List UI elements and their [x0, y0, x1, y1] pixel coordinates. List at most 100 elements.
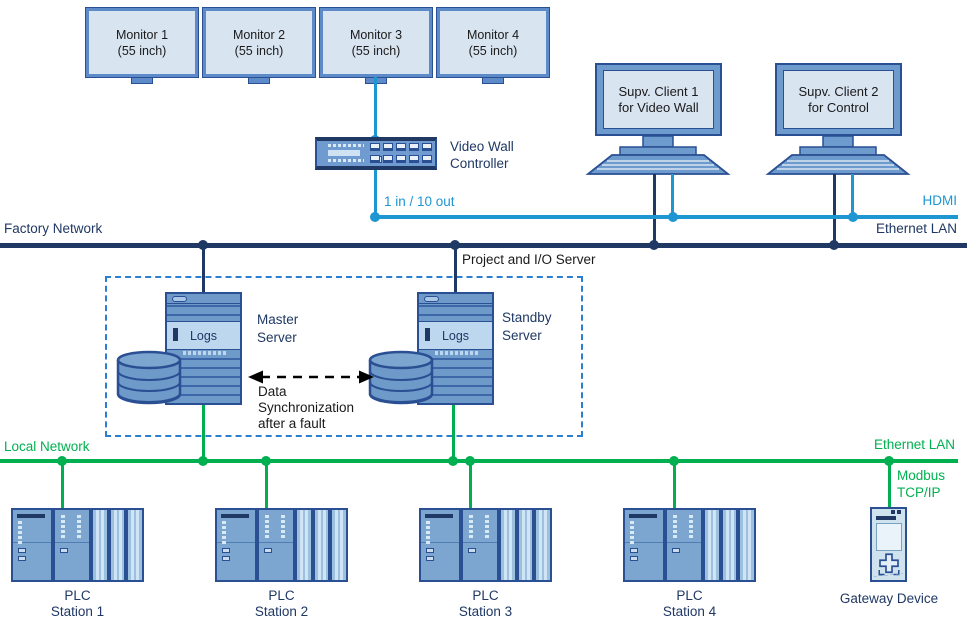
sync-label: Data Synchronization after a fault	[258, 384, 355, 431]
monitor-4-stand	[482, 77, 504, 84]
monitor-1-size: (55 inch)	[117, 43, 167, 58]
controller-to-hdmi-cable	[374, 170, 377, 217]
controller-port-icon	[396, 143, 406, 151]
controller-port-icon	[383, 155, 393, 163]
monitor-4: Monitor 4 (55 inch)	[436, 7, 550, 78]
controller-port-icon	[409, 155, 419, 163]
server-vent-strip	[435, 351, 479, 355]
master-server-label: Master Server	[257, 312, 299, 345]
hdmi-junction-dot	[848, 212, 858, 222]
server-group-label: Project and I/O Server	[462, 252, 596, 267]
hdmi-junction-dot	[370, 212, 380, 222]
supv-client-2-screen: Supv. Client 2 for Control	[783, 70, 894, 129]
master-database-icon	[116, 350, 182, 405]
standby-database-icon	[368, 350, 434, 405]
monitor-4-size: (55 inch)	[468, 43, 518, 58]
factory-network-type-label: Ethernet LAN	[875, 221, 957, 236]
plc-slot-bar	[425, 514, 453, 518]
monitor-3-size: (55 inch)	[351, 43, 401, 58]
controller-port-icon	[409, 143, 419, 151]
gateway-status-bar	[876, 516, 896, 520]
standby-server-downlink-cable	[452, 405, 455, 461]
logs-led-icon	[425, 328, 430, 341]
modbus-protocol-label: Modbus TCP/IP	[897, 468, 946, 500]
plc-slot-bar	[629, 514, 657, 518]
client1-ethernet-cable	[653, 174, 656, 245]
controller-port-icon	[422, 155, 432, 163]
logs-led-icon	[173, 328, 178, 341]
factory-network-line	[0, 243, 967, 248]
controller-port-icon	[396, 155, 406, 163]
master-server-device: Logs	[165, 292, 242, 405]
local-network-type-label: Ethernet LAN	[873, 437, 955, 452]
plc-station-1-device	[11, 508, 144, 582]
factory-junction-dot	[649, 240, 659, 250]
controller-vent-icon	[328, 144, 364, 147]
hdmi-bus-label: HDMI	[922, 193, 958, 208]
master-logs-panel: Logs	[167, 321, 240, 350]
controller-io-note: 1 in / 10 out	[384, 194, 455, 209]
master-server-uplink-cable	[202, 245, 205, 292]
supv-client-2-keyboard-icon	[765, 135, 911, 175]
monitor-3: Monitor 3 (55 inch)	[319, 7, 433, 78]
controller-port-icon	[370, 155, 380, 163]
plc-station-3-device	[419, 508, 552, 582]
gateway-port-icon	[891, 510, 903, 514]
server-top-panel	[167, 294, 240, 304]
server-group-box	[105, 276, 583, 437]
local-junction-dot	[198, 456, 208, 466]
monitor-1-stand	[131, 77, 153, 84]
client2-hdmi-cable	[851, 174, 854, 217]
client1-hdmi-cable	[671, 174, 674, 217]
controller-display-strip	[328, 150, 360, 156]
monitor-2-size: (55 inch)	[234, 43, 284, 58]
plc1-cable	[61, 461, 64, 508]
master-server-downlink-cable	[202, 405, 205, 461]
server-handle-icon	[424, 296, 439, 302]
server-top-panel	[419, 294, 492, 304]
video-wall-controller-label: Video Wall Controller	[450, 139, 514, 171]
monitor-2-stand	[248, 77, 270, 84]
supv-client-1: Supv. Client 1 for Video Wall	[595, 63, 722, 136]
gateway-label: Gateway Device	[839, 591, 939, 606]
standby-server-label: Standby Server	[502, 310, 552, 343]
server-vent-strip	[183, 351, 227, 355]
hdmi-junction-dot	[668, 212, 678, 222]
video-wall-controller-device	[315, 137, 437, 170]
monitor-2-name: Monitor 2	[232, 27, 286, 42]
controller-port-icon	[383, 143, 393, 151]
server-vent-stripes	[419, 305, 492, 321]
local-network-line	[0, 459, 958, 463]
plc2-cable	[265, 461, 268, 508]
client2-ethernet-cable	[833, 174, 836, 245]
plc3-cable	[469, 461, 472, 508]
server-vent-stripes	[167, 305, 240, 321]
local-network-label: Local Network	[4, 439, 90, 454]
factory-junction-dot	[829, 240, 839, 250]
controller-port-icon	[370, 143, 380, 151]
monitor-1-name: Monitor 1	[115, 27, 169, 42]
monitor-1: Monitor 1 (55 inch)	[85, 7, 199, 78]
supv-client-2: Supv. Client 2 for Control	[775, 63, 902, 136]
gateway-device	[870, 507, 907, 582]
controller-vent-icon	[328, 159, 364, 162]
monitor-4-name: Monitor 4	[466, 27, 520, 42]
gateway-screen	[876, 523, 902, 551]
supv-client-1-keyboard-icon	[585, 135, 731, 175]
supv-client-1-screen: Supv. Client 1 for Video Wall	[603, 70, 714, 129]
plc-slot-bar	[17, 514, 45, 518]
standby-logs-panel: Logs	[419, 321, 492, 350]
monitor3-to-controller-cable	[374, 77, 377, 137]
gateway-foot	[874, 572, 903, 578]
monitor-3-name: Monitor 3	[349, 27, 403, 42]
server-handle-icon	[172, 296, 187, 302]
plc-station-2-device	[215, 508, 348, 582]
gateway-cable	[888, 461, 891, 507]
plc4-cable	[673, 461, 676, 508]
plc-slot-bar	[221, 514, 249, 518]
